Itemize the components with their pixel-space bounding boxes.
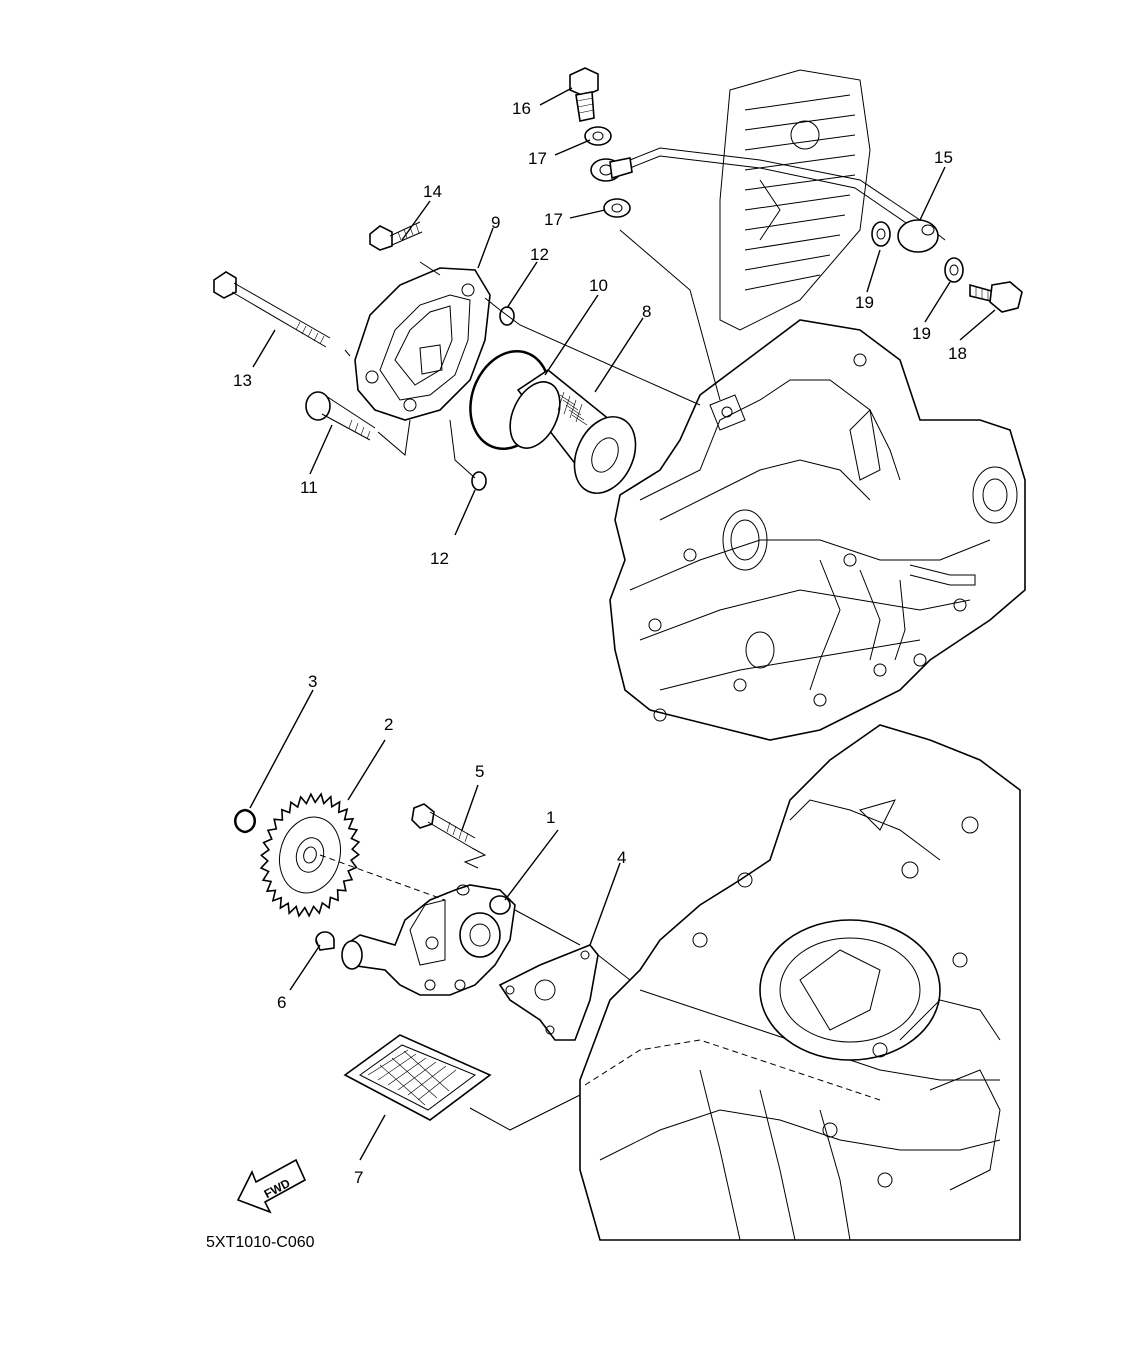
callout-4: 4: [617, 848, 626, 867]
callout-17-lower: 17: [544, 210, 563, 229]
callout-leaders: [249, 87, 996, 1161]
o-ring-12-lower: [471, 471, 487, 491]
upper-crankcase-drawing: [609, 69, 1026, 741]
callout-10: 10: [589, 276, 608, 295]
oil-filter-element: [509, 369, 637, 494]
bolt-14: [369, 221, 423, 251]
gear-bore: [303, 846, 317, 864]
callout-18: 18: [948, 344, 967, 363]
gear-teeth-outline: [259, 792, 361, 918]
oil-filter-cover: [354, 267, 491, 421]
callout-2: 2: [384, 715, 393, 734]
assembly-lines-pump: [319, 847, 631, 1131]
callout-14: 14: [423, 182, 442, 201]
union-bolt-18: [969, 281, 1023, 313]
callout-6: 6: [277, 993, 286, 1012]
callout-8: 8: [642, 302, 651, 321]
bolt-13: [213, 271, 331, 348]
oil-strainer-7: [343, 1034, 492, 1121]
assembly-lines-filter: [344, 229, 721, 479]
forward-direction-arrow-icon: FWD: [236, 1158, 307, 1214]
callout-16: 16: [512, 99, 531, 118]
lower-crankcase-drawing: [579, 724, 1021, 1241]
callout-11: 11: [300, 478, 318, 497]
callout-17-upper: 17: [528, 149, 547, 168]
dowel-pin-6: [315, 931, 335, 951]
callout-3: 3: [308, 672, 317, 691]
callout-12-lower: 12: [430, 549, 449, 568]
callout-13: 13: [233, 371, 252, 390]
callout-7: 7: [354, 1168, 363, 1187]
washer-17-upper: [584, 126, 612, 146]
pump-drive-gear: [259, 792, 361, 918]
union-bolt-16: [569, 67, 599, 122]
gear-hub: [295, 837, 325, 873]
callout-12-upper: 12: [530, 245, 549, 264]
callout-19-right: 19: [912, 324, 931, 343]
callout-5: 5: [475, 762, 484, 781]
bolt-11: [305, 391, 376, 441]
washer-19-right: [944, 257, 964, 283]
callout-labels: 1 2 3 4 5 6 7 8 9 10 11 12 12 13 14 15 1…: [233, 99, 967, 1187]
callout-15: 15: [934, 148, 953, 167]
washer-19-left: [871, 221, 891, 247]
callout-9: 9: [491, 213, 500, 232]
callout-1: 1: [546, 808, 555, 827]
diagram-code: 5XT1010-C060: [206, 1234, 315, 1251]
callout-19-left: 19: [855, 293, 874, 312]
bolt-5: [411, 803, 476, 849]
oil-delivery-pipe: [590, 147, 946, 253]
oil-pump-assembly: [341, 884, 516, 996]
gasket-4: [498, 944, 599, 1041]
clip-3: [234, 808, 256, 834]
o-ring-12-upper: [499, 306, 515, 326]
gear-web: [279, 816, 341, 894]
washer-17-lower: [603, 198, 631, 218]
